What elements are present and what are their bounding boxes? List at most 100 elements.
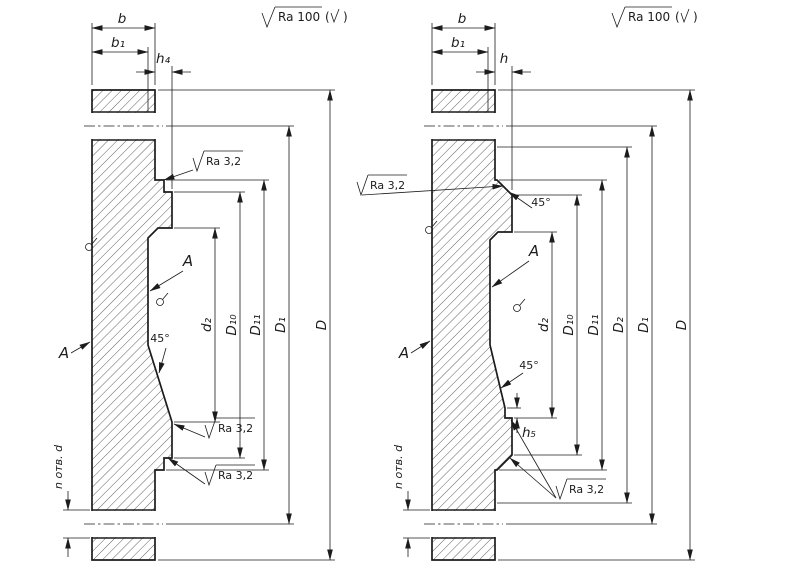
check-icon	[330, 8, 340, 24]
leader-line	[163, 169, 194, 181]
roughness-icon	[261, 6, 276, 29]
roughness-value: Ra 3,2	[370, 179, 405, 192]
dim-label-D10: D₁₀	[224, 314, 240, 336]
dim-h: h	[476, 51, 531, 190]
roughness-value: Ra 3,2	[206, 155, 241, 168]
roughness-callout-recess: Ra 3,2	[173, 417, 255, 440]
roughness-icon	[204, 464, 217, 487]
mark-tail	[91, 237, 98, 245]
dim-b1: b₁	[431, 35, 489, 112]
roughness-value: Ra 3,2	[218, 422, 253, 435]
dim-label-d2: d₂	[536, 317, 552, 332]
section-letter: A	[58, 344, 69, 362]
dim-h4: h₄	[136, 51, 191, 189]
leader-line	[173, 423, 206, 438]
mark-circle	[85, 243, 93, 251]
mark-circle	[425, 226, 433, 234]
section-label-a-lower: A	[398, 340, 431, 362]
dim-holes: n отв. d	[52, 444, 90, 557]
roughness-icon	[204, 417, 217, 440]
dim-label-D: D	[674, 320, 690, 330]
holes-label: n отв. d	[392, 444, 405, 489]
leader-line	[158, 347, 167, 374]
roughness-value: Ra 3,2	[569, 483, 604, 496]
leader-line	[510, 419, 557, 499]
roughness-note-top: Ra 100 ( )	[261, 6, 348, 29]
angle-callout: 45°	[150, 332, 170, 374]
angle-callout-cone: 45°	[500, 359, 539, 389]
dim-label-b1: b₁	[451, 35, 465, 51]
roughness-value: Ra 100	[278, 10, 320, 24]
leader-line	[509, 457, 557, 499]
leader-line	[500, 372, 524, 389]
section-letter: A	[398, 344, 409, 362]
flange-section	[91, 89, 173, 561]
dim-label-b: b	[458, 11, 467, 27]
section-label-a-upper: A	[149, 252, 193, 292]
dim-label-D2: D₂	[611, 317, 627, 333]
section-label-a-lower: A	[58, 341, 91, 362]
left-view: b b₁ h₄ Ra 100 ( ) Ra 3,2	[52, 6, 348, 561]
paren-open: (	[675, 10, 680, 24]
flange-section	[431, 89, 513, 561]
dim-label-b: b	[118, 11, 127, 27]
angle-label: 45°	[519, 359, 539, 372]
leader-line	[361, 183, 504, 196]
dim-D10: D₁₀	[514, 194, 582, 456]
right-view: b b₁ h Ra 100 ( ) Ra 3,2	[356, 6, 698, 561]
dim-label-D1: D₁	[636, 317, 652, 333]
surface-mark-icon	[513, 298, 526, 312]
mark-tail	[162, 292, 169, 300]
check-icon	[680, 8, 690, 24]
dim-D1: D₁	[506, 125, 657, 525]
dim-label-h: h	[500, 51, 509, 67]
roughness-icon	[192, 150, 205, 173]
angle-label: 45°	[150, 332, 170, 345]
leader-line	[167, 457, 206, 485]
leader-line	[70, 341, 91, 354]
leader-line	[149, 270, 184, 292]
roughness-value: Ra 100	[628, 10, 670, 24]
dim-d2: d₂	[514, 231, 557, 419]
mark-tail	[519, 298, 526, 306]
surface-mark-icon	[425, 220, 438, 234]
dim-D11: D₁₁	[166, 179, 269, 471]
roughness-icon	[356, 174, 369, 197]
paren-open: (	[325, 10, 330, 24]
roughness-callout-upper: Ra 3,2	[163, 150, 243, 181]
dim-label-b1: b₁	[111, 35, 125, 51]
dim-d2: d₂	[174, 227, 220, 423]
dim-label-D11: D₁₁	[248, 314, 264, 335]
holes-label: n отв. d	[52, 444, 65, 489]
roughness-value: Ra 3,2	[218, 469, 253, 482]
leader-line	[491, 260, 530, 288]
dim-D2: D₂	[497, 146, 632, 504]
roughness-callout-lower: Ra 3,2	[167, 457, 255, 487]
mark-circle	[513, 304, 521, 312]
paren-close: )	[693, 10, 698, 24]
dim-D: D	[498, 89, 695, 561]
dim-label-D: D	[314, 320, 330, 330]
dim-D1: D₁	[166, 125, 294, 525]
dim-label-h4: h₄	[156, 51, 171, 67]
roughness-callout-bottom: Ra 3,2	[509, 419, 606, 501]
section-label-a-upper: A	[491, 242, 539, 288]
dim-D10: D₁₀	[174, 191, 245, 459]
dim-b1: b₁	[91, 35, 149, 112]
dim-D: D	[158, 89, 335, 561]
angle-label: 45°	[531, 196, 551, 209]
dim-label-d2: d₂	[199, 317, 215, 332]
dim-holes: n отв. d	[392, 444, 430, 557]
leader-line	[508, 191, 533, 209]
angle-callout-top: 45°	[508, 191, 551, 209]
dim-label-D1: D₁	[273, 317, 289, 333]
dim-D11: D₁₁	[499, 179, 607, 471]
roughness-icon	[611, 6, 626, 29]
roughness-note-top: Ra 100 ( )	[611, 6, 698, 29]
dim-label-D10: D₁₀	[561, 314, 577, 336]
dim-label-h5: h₅	[522, 425, 536, 441]
surface-mark-icon	[85, 237, 98, 251]
leader-line	[410, 340, 431, 354]
